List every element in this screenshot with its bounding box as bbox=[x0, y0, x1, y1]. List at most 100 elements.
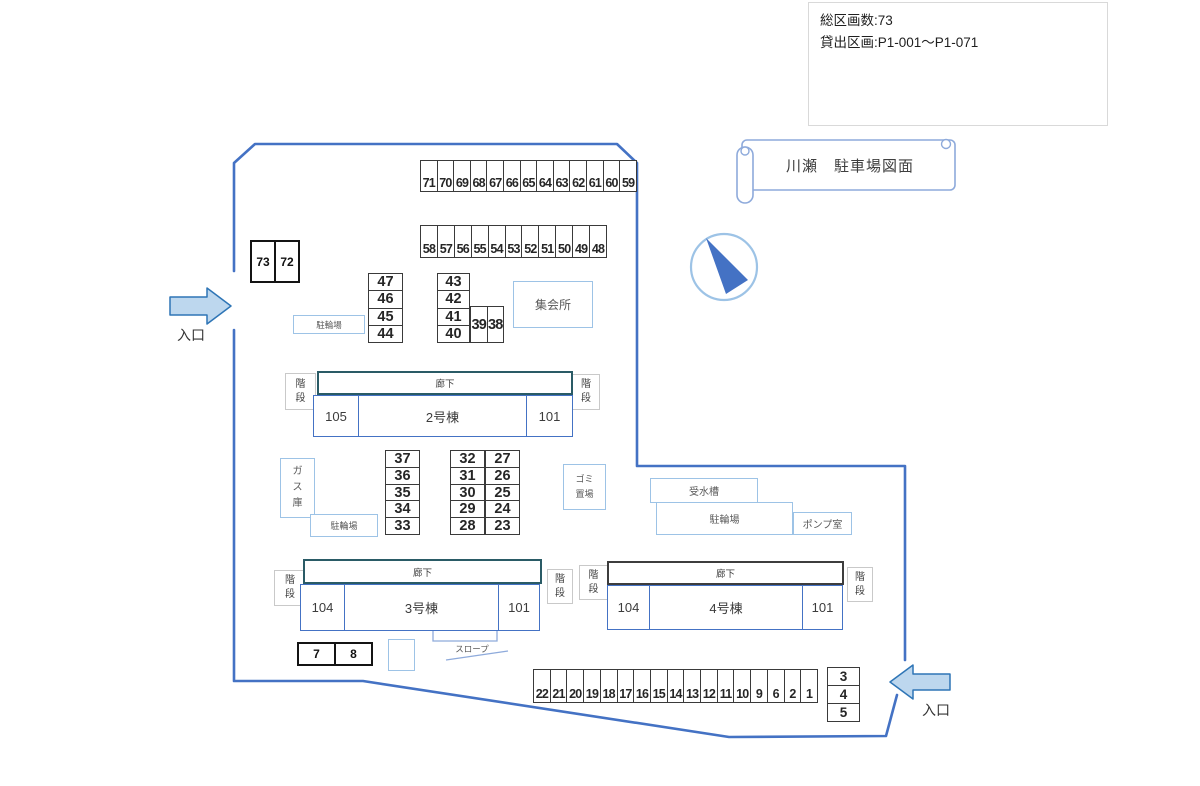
corridor-b4: 廊下 bbox=[607, 561, 844, 585]
slope-linework bbox=[432, 630, 509, 661]
space-54: 54 bbox=[487, 226, 505, 257]
space-25: 25 bbox=[486, 483, 519, 500]
unit-b4-104: 104 bbox=[608, 586, 650, 629]
space-73: 73 bbox=[256, 254, 270, 269]
space-26: 26 bbox=[486, 466, 519, 484]
space-12: 12 bbox=[700, 670, 717, 702]
unit-b3-101: 101 bbox=[498, 585, 539, 630]
space-51: 51 bbox=[538, 226, 555, 257]
title-banner-scroll bbox=[736, 138, 956, 204]
space-45: 45 bbox=[369, 307, 402, 325]
space-7: 7 bbox=[313, 647, 320, 661]
slope-label: スロープ bbox=[455, 644, 489, 654]
space-40: 40 bbox=[438, 324, 469, 342]
space-53: 53 bbox=[504, 226, 522, 257]
entrance-arrow-right-icon bbox=[889, 664, 951, 700]
space-56: 56 bbox=[453, 226, 471, 257]
space-43: 43 bbox=[445, 274, 462, 291]
space-49: 49 bbox=[572, 226, 589, 257]
space-27: 27 bbox=[494, 451, 511, 467]
building-3-name: 3号棟 bbox=[404, 601, 439, 616]
entrance-label-left: 入口 bbox=[177, 327, 205, 343]
space-13: 13 bbox=[683, 670, 700, 702]
rental-range-text: 貸出区画:P1-001〜P1-071 bbox=[820, 35, 979, 50]
space-57: 57 bbox=[436, 226, 454, 257]
space-15: 15 bbox=[649, 670, 667, 702]
space-58: 58 bbox=[422, 242, 436, 256]
space-71: 71 bbox=[422, 176, 436, 190]
space-47: 47 bbox=[377, 274, 394, 291]
space-5: 5 bbox=[828, 703, 859, 721]
gas-storage: ガス庫 bbox=[280, 458, 315, 518]
space-59: 59 bbox=[619, 161, 636, 191]
space-65: 65 bbox=[519, 161, 537, 191]
space-44: 44 bbox=[369, 324, 402, 342]
space-36: 36 bbox=[386, 466, 419, 484]
space-18: 18 bbox=[599, 670, 617, 702]
building-4: 104 4号棟 101 bbox=[607, 585, 843, 630]
space-48: 48 bbox=[589, 226, 606, 257]
space-2: 2 bbox=[783, 670, 801, 702]
space-28: 28 bbox=[451, 517, 484, 534]
space-22: 22 bbox=[535, 687, 549, 701]
space-11: 11 bbox=[716, 670, 734, 702]
space-21: 21 bbox=[549, 670, 567, 702]
space-38: 38 bbox=[486, 307, 503, 342]
space-41: 41 bbox=[438, 307, 469, 325]
small-structure-box bbox=[388, 639, 415, 671]
space-34: 34 bbox=[386, 500, 419, 517]
space-39: 39 bbox=[471, 316, 487, 333]
unit-b2-105: 105 bbox=[314, 396, 359, 436]
stairs-b2-right: 階段 bbox=[572, 374, 600, 410]
bicycle-parking-right: 駐輪場 bbox=[656, 502, 793, 535]
space-46: 46 bbox=[369, 290, 402, 307]
space-33: 33 bbox=[386, 517, 419, 534]
building-2: 105 2号棟 101 bbox=[313, 395, 573, 437]
unit-b4-101: 101 bbox=[802, 586, 842, 629]
corridor-b3: 廊下 bbox=[303, 559, 542, 584]
space-62: 62 bbox=[569, 161, 586, 191]
space-14: 14 bbox=[666, 670, 684, 702]
space-8: 8 bbox=[334, 644, 371, 664]
space-70: 70 bbox=[436, 161, 454, 191]
stairs-b2-left: 階段 bbox=[285, 373, 316, 410]
pump-room: ポンプ室 bbox=[793, 512, 852, 535]
space-64: 64 bbox=[536, 161, 553, 191]
space-68: 68 bbox=[469, 161, 487, 191]
space-69: 69 bbox=[453, 161, 470, 191]
space-16: 16 bbox=[633, 670, 650, 702]
space-61: 61 bbox=[586, 161, 603, 191]
stairs-b3-right: 階段 bbox=[547, 569, 573, 604]
space-50: 50 bbox=[555, 226, 572, 257]
space-52: 52 bbox=[521, 226, 538, 257]
space-9: 9 bbox=[750, 670, 767, 702]
space-60: 60 bbox=[602, 161, 620, 191]
space-6: 6 bbox=[766, 670, 784, 702]
site-boundary bbox=[232, 142, 907, 739]
space-37: 37 bbox=[394, 451, 411, 467]
summary-info-box: 総区画数:73 貸出区画:P1-001〜P1-071 bbox=[808, 2, 1108, 126]
space-42: 42 bbox=[438, 290, 469, 307]
stairs-b4-right: 階段 bbox=[847, 567, 873, 602]
building-4-name: 4号棟 bbox=[709, 601, 743, 616]
unit-b3-104: 104 bbox=[301, 585, 345, 630]
compass-icon bbox=[689, 232, 759, 302]
space-67: 67 bbox=[486, 161, 503, 191]
space-24: 24 bbox=[486, 500, 519, 517]
space-23: 23 bbox=[486, 517, 519, 534]
space-31: 31 bbox=[451, 466, 484, 484]
space-63: 63 bbox=[552, 161, 570, 191]
space-4: 4 bbox=[828, 685, 859, 703]
garbage-area: ゴミ置場 bbox=[563, 464, 606, 510]
building-3: 104 3号棟 101 bbox=[300, 584, 540, 631]
